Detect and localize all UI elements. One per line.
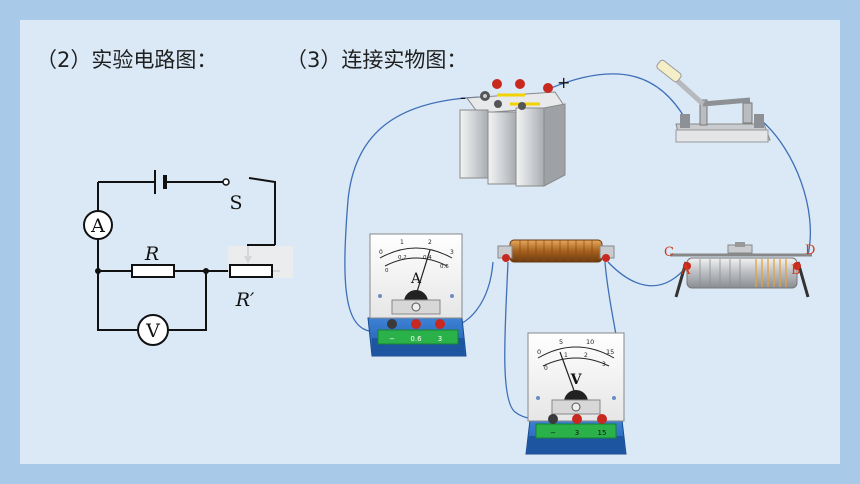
ammeter-terminal-3: 3 bbox=[438, 335, 442, 343]
ammeter-scale-small-1: 0.2 bbox=[398, 255, 407, 261]
voltmeter-scale-small-1: 1 bbox=[564, 352, 568, 359]
heading-physical-connection: （3）连接实物图： bbox=[286, 48, 468, 72]
voltmeter-symbol-circle bbox=[137, 314, 169, 346]
ammeter-scale-small-2: 0.4 bbox=[423, 255, 432, 261]
ammeter-symbol-letter: A bbox=[90, 215, 105, 237]
voltmeter-face-letter: V bbox=[570, 372, 583, 388]
voltmeter-terminal-3: 3 bbox=[575, 429, 579, 437]
switch-label: S bbox=[229, 192, 242, 214]
junction-dot-left bbox=[95, 268, 101, 274]
voltmeter-scale-large-2: 10 bbox=[586, 338, 594, 346]
switch-pivot bbox=[222, 178, 230, 186]
ammeter-symbol-circle bbox=[83, 210, 113, 240]
voltmeter-scale-small-0: 0 bbox=[544, 365, 548, 372]
knife-switch bbox=[656, 59, 771, 143]
ammeter-scale-large-0: 0 bbox=[379, 249, 383, 256]
schematic-battery bbox=[154, 170, 167, 194]
rheostat-body bbox=[229, 264, 273, 278]
voltmeter-scale-large-1: 5 bbox=[559, 338, 563, 346]
rheostat-terminal-c: C bbox=[664, 245, 674, 260]
voltmeter-scale-large-0: 0 bbox=[537, 348, 541, 356]
voltmeter-device bbox=[525, 332, 627, 455]
voltmeter-terminal-15: 15 bbox=[598, 429, 607, 437]
voltmeter-symbol-letter: V bbox=[145, 320, 160, 342]
rheostat-label: R′ bbox=[235, 289, 255, 311]
battery-pack bbox=[459, 79, 566, 187]
ammeter-terminal-minus: − bbox=[389, 335, 395, 343]
battery-plus-label: + bbox=[557, 73, 570, 92]
ammeter-scale-small-3: 0.6 bbox=[440, 264, 449, 270]
fixed-resistor-coil bbox=[497, 239, 615, 263]
rheostat-terminal-a: A bbox=[680, 263, 691, 278]
slide-rheostat bbox=[670, 242, 812, 298]
ammeter-scale-large-1: 1 bbox=[400, 239, 404, 246]
schematic-wire-top bbox=[98, 177, 276, 245]
schematic-wire-left bbox=[97, 182, 138, 331]
heading-circuit-diagram: （2）实验电路图： bbox=[36, 48, 218, 72]
voltmeter-scale-large-3: 15 bbox=[606, 348, 614, 356]
ammeter-terminal-0-6: 0.6 bbox=[410, 335, 422, 343]
schematic-wire-bottom bbox=[168, 271, 207, 331]
resistor-r-body bbox=[131, 264, 175, 278]
ammeter-scale-small-0: 0 bbox=[385, 268, 389, 274]
ammeter-scale-large-2: 2 bbox=[428, 239, 432, 246]
rheostat-terminal-d: D bbox=[805, 243, 815, 258]
ammeter-face-letter: A bbox=[410, 271, 422, 287]
ammeter-scale-large-3: 3 bbox=[450, 249, 454, 256]
junction-dot-right bbox=[203, 268, 209, 274]
voltmeter-terminal-minus: − bbox=[550, 429, 556, 437]
ammeter-device bbox=[367, 233, 467, 357]
resistor-label: R bbox=[144, 243, 159, 265]
rheostat-terminal-b: B bbox=[791, 263, 801, 278]
battery-minus-label: - bbox=[460, 88, 466, 107]
voltmeter-scale-small-3: 3 bbox=[602, 361, 606, 368]
voltmeter-scale-small-2: 2 bbox=[584, 352, 588, 359]
